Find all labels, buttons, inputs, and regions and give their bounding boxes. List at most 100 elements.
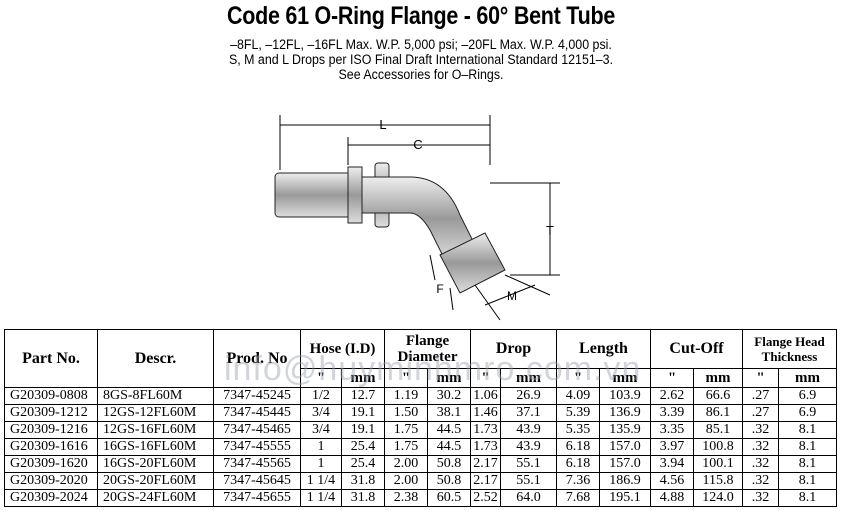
table-cell: 8.1 — [778, 472, 837, 490]
dimension-label-m: M — [507, 289, 517, 303]
table-cell: G20309-1212 — [4, 404, 98, 422]
table-cell: 16GS-16FL60M — [97, 438, 214, 456]
table-cell: 7347-45565 — [213, 455, 301, 473]
table-cell: 43.9 — [500, 421, 557, 439]
table-cell: 7347-45445 — [213, 404, 301, 422]
table-cell: 100.1 — [693, 455, 743, 473]
table-cell: 115.8 — [693, 472, 743, 490]
table-cell: .32 — [742, 472, 779, 490]
table-cell: 135.9 — [599, 421, 651, 439]
table-cell: 31.8 — [341, 489, 385, 507]
table-cell: 2.00 — [384, 472, 428, 490]
unit-header-mm: mm — [599, 368, 651, 388]
table-cell: 1.75 — [384, 421, 428, 439]
table-cell: 100.8 — [693, 438, 743, 456]
table-cell: 12GS-16FL60M — [97, 421, 214, 439]
table-cell: 50.8 — [427, 455, 471, 473]
table-cell: 31.8 — [341, 472, 385, 490]
table-cell: .27 — [742, 387, 779, 405]
unit-header-mm: mm — [500, 368, 557, 388]
table-cell: 64.0 — [500, 489, 557, 507]
unit-header-inch: " — [650, 368, 694, 388]
table-cell: 6.9 — [778, 404, 837, 422]
table-cell: G20309-0808 — [4, 387, 98, 405]
table-cell: 6.9 — [778, 387, 837, 405]
table-cell: .32 — [742, 421, 779, 439]
table-cell: 30.2 — [427, 387, 471, 405]
table-cell: 66.6 — [693, 387, 743, 405]
table-cell: 1.50 — [384, 404, 428, 422]
header-length: Length — [556, 329, 651, 369]
unit-header-mm: mm — [427, 368, 471, 388]
subtitle-line: –8FL, –12FL, –16FL Max. W.P. 5,000 psi; … — [230, 37, 612, 52]
header-hose: Hose (I.D) — [300, 329, 385, 369]
table-cell: 6.18 — [556, 455, 600, 473]
table-cell: 4.09 — [556, 387, 600, 405]
table-cell: 1.06 — [470, 387, 501, 405]
header-part-no: Part No. — [4, 329, 98, 388]
table-cell: 25.4 — [341, 455, 385, 473]
table-cell: 2.17 — [470, 472, 501, 490]
table-cell: 2.62 — [650, 387, 694, 405]
page-title: Code 61 O-Ring Flange - 60° Bent Tube — [226, 2, 616, 30]
table-cell: 157.0 — [599, 455, 651, 473]
table-cell: 20GS-24FL60M — [97, 489, 214, 507]
table-cell: 195.1 — [599, 489, 651, 507]
unit-header-inch: " — [742, 368, 779, 388]
header-drop: Drop — [470, 329, 557, 369]
table-cell: 7.68 — [556, 489, 600, 507]
table-cell: 6.18 — [556, 438, 600, 456]
dimension-label-l: L — [379, 117, 386, 132]
unit-header-inch: " — [470, 368, 501, 388]
table-cell: 4.88 — [650, 489, 694, 507]
table-cell: 2.52 — [470, 489, 501, 507]
table-cell: 55.1 — [500, 455, 557, 473]
table-cell: G20309-2024 — [4, 489, 98, 507]
table-cell: 103.9 — [599, 387, 651, 405]
dimension-label-t: T — [546, 223, 554, 238]
table-cell: 1.19 — [384, 387, 428, 405]
table-cell: 60.5 — [427, 489, 471, 507]
table-cell: 2.00 — [384, 455, 428, 473]
table-cell: 16GS-20FL60M — [97, 455, 214, 473]
table-cell: 12.7 — [341, 387, 385, 405]
table-cell: 7347-45655 — [213, 489, 301, 507]
table-cell: 8.1 — [778, 489, 837, 507]
table-cell: 3/4 — [300, 421, 342, 439]
table-cell: 8.1 — [778, 438, 837, 456]
table-cell: G20309-1620 — [4, 455, 98, 473]
table-cell: 7347-45645 — [213, 472, 301, 490]
unit-header-mm: mm — [693, 368, 743, 388]
table-cell: 25.4 — [341, 438, 385, 456]
table-cell: 1/2 — [300, 387, 342, 405]
table-cell: 186.9 — [599, 472, 651, 490]
table-cell: 8GS-8FL60M — [97, 387, 214, 405]
specifications-table: Part No. Descr. Prod. No Hose (I.D) Flan… — [4, 329, 837, 507]
table-cell: 3.39 — [650, 404, 694, 422]
table-cell: .32 — [742, 438, 779, 456]
table-cell: .32 — [742, 455, 779, 473]
table-cell: G20309-1216 — [4, 421, 98, 439]
table-cell: 1 1/4 — [300, 472, 342, 490]
table-cell: .27 — [742, 404, 779, 422]
table-cell: 136.9 — [599, 404, 651, 422]
table-cell: 86.1 — [693, 404, 743, 422]
table-cell: 19.1 — [341, 421, 385, 439]
table-cell: 3.35 — [650, 421, 694, 439]
table-cell: 1.75 — [384, 438, 428, 456]
table-cell: 7347-45465 — [213, 421, 301, 439]
dimension-label-c: C — [413, 137, 422, 152]
table-cell: 2.38 — [384, 489, 428, 507]
header-prod-no: Prod. No — [213, 329, 301, 388]
table-cell: 1 — [300, 438, 342, 456]
table-cell: G20309-1616 — [4, 438, 98, 456]
table-cell: 7.36 — [556, 472, 600, 490]
table-cell: 55.1 — [500, 472, 557, 490]
subtitle-line: See Accessories for O–Rings. — [338, 67, 504, 82]
table-cell: 1.73 — [470, 438, 501, 456]
table-cell: 38.1 — [427, 404, 471, 422]
unit-header-mm: mm — [341, 368, 385, 388]
